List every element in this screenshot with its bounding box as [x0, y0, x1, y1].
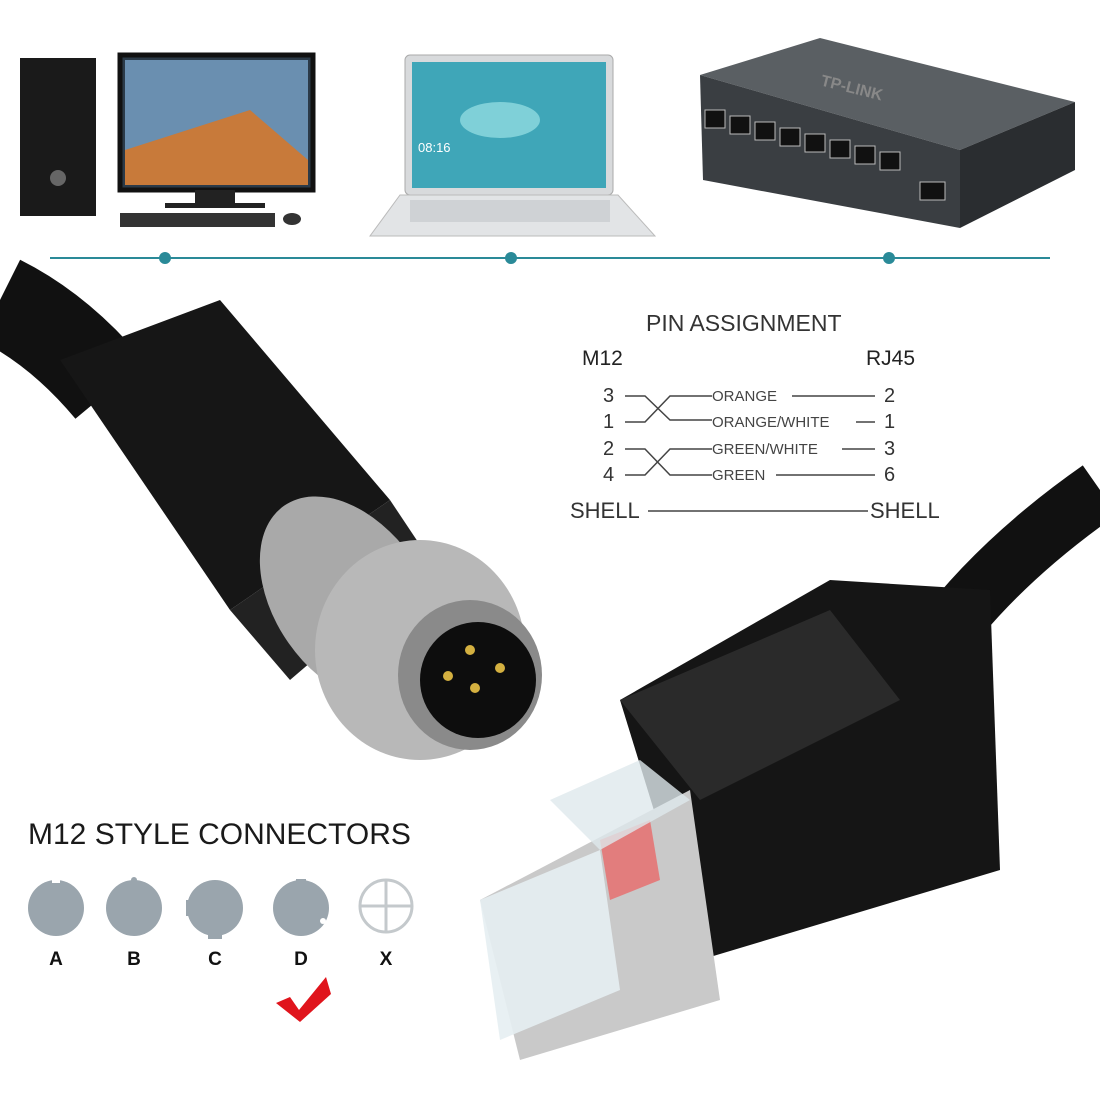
style-label-a: A: [49, 949, 63, 970]
device-timeline: [50, 252, 1050, 264]
checkmark-icon: [276, 977, 331, 1022]
m12-pin: 4: [603, 464, 615, 486]
style-label-d: D: [294, 949, 308, 970]
m12-connector: [0, 259, 542, 760]
m12-header: M12: [582, 347, 623, 370]
connector-style-x-icon: [358, 878, 414, 934]
rj45-pin: 3: [884, 438, 896, 460]
rj45-header: RJ45: [866, 347, 916, 370]
rj45-shell: SHELL: [870, 498, 940, 523]
rj45-connector: [480, 465, 1100, 1060]
rj45-pin: 1: [884, 411, 896, 433]
laptop-time: 08:16: [418, 140, 451, 155]
laptop: [369, 54, 657, 237]
network-switch: [700, 38, 1075, 228]
style-label-x: X: [379, 949, 393, 970]
connector-style-a-icon: [28, 879, 84, 936]
wire-color: GREEN: [712, 467, 766, 484]
rj45-pin: 2: [884, 385, 896, 407]
wire-color: ORANGE/WHITE: [712, 414, 830, 431]
connector-styles-title: M12 STYLE CONNECTORS: [28, 818, 411, 851]
m12-pin: 2: [603, 438, 615, 460]
m12-pin: 1: [603, 411, 615, 433]
pin-wiring-lines: [625, 395, 875, 512]
connector-style-c-icon: [186, 880, 243, 939]
rj45-pin: 6: [884, 464, 896, 486]
wire-color: ORANGE: [712, 388, 778, 405]
pin-assignment-title: PIN ASSIGNMENT: [646, 310, 842, 336]
style-label-b: B: [127, 949, 141, 970]
connector-style-b-icon: [106, 877, 162, 936]
m12-shell: SHELL: [570, 498, 640, 523]
wire-color: GREEN/WHITE: [712, 441, 818, 458]
style-label-c: C: [208, 949, 222, 970]
connector-style-d-icon: [273, 879, 329, 936]
m12-pin: 3: [603, 385, 615, 407]
desktop-computer: [20, 52, 316, 227]
